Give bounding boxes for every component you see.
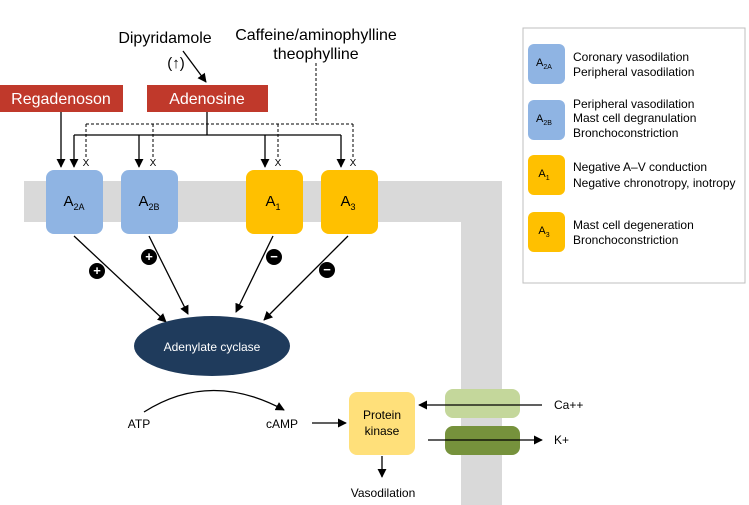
- atp-label: ATP: [128, 417, 150, 431]
- caffeine-label: Caffeine/aminophylline: [235, 27, 397, 44]
- dipyridamole-effect: (↑): [167, 55, 185, 72]
- protein-kinase-label-2: kinase: [365, 424, 400, 438]
- svg-text:Peripheral vasodilation: Peripheral vasodilation: [573, 65, 694, 79]
- sign-a2a: +: [89, 263, 105, 279]
- svg-text:−: −: [270, 249, 278, 264]
- svg-text:Mast cell degeneration: Mast cell degeneration: [573, 218, 694, 232]
- svg-text:A2B: A2B: [536, 113, 552, 127]
- block-mark-a1: X: [275, 158, 282, 169]
- sign-a3: −: [319, 262, 335, 278]
- adenosine-box: [147, 85, 268, 112]
- svg-text:Negative A–V conduction: Negative A–V conduction: [573, 160, 707, 174]
- svg-text:Peripheral vasodilation: Peripheral vasodilation: [573, 97, 694, 111]
- legend-item-a3: A3 Mast cell degeneration Bronchoconstri…: [528, 212, 694, 252]
- dipyridamole-arrow: [182, 50, 207, 83]
- adenylate-cyclase-label: Adenylate cyclase: [164, 340, 261, 354]
- svg-text:+: +: [93, 263, 101, 278]
- svg-text:A3: A3: [538, 225, 549, 239]
- svg-text:A1: A1: [538, 168, 549, 182]
- calcium-channel: [445, 389, 520, 418]
- adenosine-label: Adenosine: [169, 91, 245, 108]
- receptor-a3: A3: [321, 170, 378, 234]
- receptor-a1: A1: [246, 170, 303, 234]
- svg-text:A2A: A2A: [536, 57, 552, 71]
- svg-text:−: −: [323, 262, 331, 277]
- adenylate-cyclase: [134, 316, 290, 376]
- legend-item-a2b: A2B Peripheral vasodilation Mast cell de…: [528, 97, 696, 140]
- legend-item-a1: A1 Negative A–V conduction Negative chro…: [528, 155, 736, 195]
- potassium-label: K+: [554, 433, 569, 447]
- receptor-a2a: A2A: [46, 170, 103, 234]
- receptor-a2b: A2B: [121, 170, 178, 234]
- camp-label: cAMP: [266, 417, 298, 431]
- legend: A2A Coronary vasodilation Peripheral vas…: [522, 27, 746, 284]
- block-mark-a3: X: [350, 158, 357, 169]
- vasodilation-label: Vasodilation: [351, 486, 416, 500]
- svg-text:A1: A1: [265, 193, 280, 212]
- block-mark-a2b: X: [150, 158, 157, 169]
- svg-text:+: +: [145, 249, 153, 264]
- atp-to-camp-arrow: [143, 389, 285, 413]
- protein-kinase-label-1: Protein: [363, 408, 401, 422]
- svg-text:A2B: A2B: [138, 193, 159, 212]
- sign-a2b: +: [141, 249, 157, 265]
- adenosine-distribution: [69, 112, 346, 168]
- block-mark-a2a: X: [83, 158, 90, 169]
- caffeine-block-lines: [85, 63, 354, 158]
- sign-a1: −: [266, 249, 282, 265]
- regadenoson-label: Regadenoson: [11, 91, 111, 108]
- svg-text:Negative chronotropy, inotropy: Negative chronotropy, inotropy: [573, 176, 736, 190]
- dipyridamole-label: Dipyridamole: [118, 30, 211, 47]
- theophylline-label: theophylline: [273, 46, 359, 63]
- svg-text:Bronchoconstriction: Bronchoconstriction: [573, 233, 678, 247]
- regadenoson-box: [0, 85, 123, 112]
- calcium-label: Ca++: [554, 398, 583, 412]
- svg-text:A3: A3: [340, 193, 355, 212]
- svg-text:A2A: A2A: [63, 193, 84, 212]
- svg-text:Mast cell degranulation: Mast cell degranulation: [573, 111, 696, 125]
- svg-text:Coronary vasodilation: Coronary vasodilation: [573, 50, 689, 64]
- svg-text:Bronchoconstriction: Bronchoconstriction: [573, 126, 678, 140]
- legend-item-a2a: A2A Coronary vasodilation Peripheral vas…: [528, 44, 694, 84]
- receptor-to-cyclase-arrows: [73, 235, 349, 323]
- protein-kinase: [349, 392, 415, 455]
